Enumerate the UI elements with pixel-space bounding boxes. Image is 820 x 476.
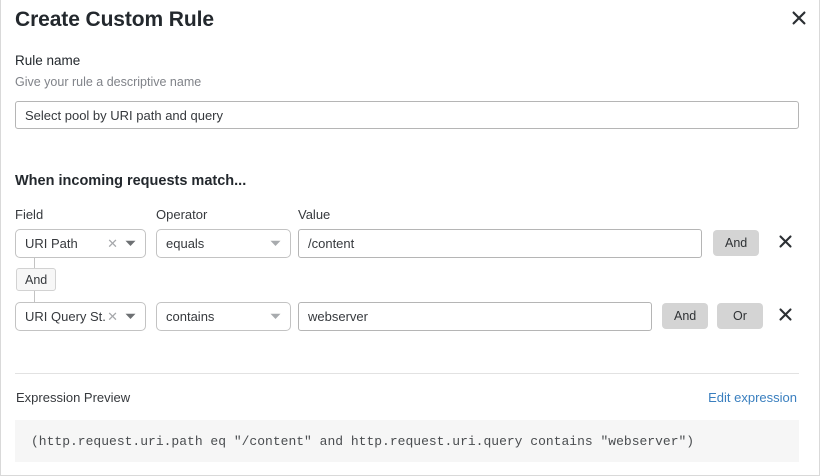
section-divider (15, 373, 799, 374)
page-title: Create Custom Rule (15, 8, 214, 31)
column-header-field: Field (15, 207, 44, 222)
clear-icon[interactable]: ✕ (107, 236, 118, 251)
value-input-2[interactable] (298, 302, 652, 331)
delete-condition-button-1[interactable] (775, 231, 795, 255)
chevron-down-icon[interactable] (270, 313, 290, 320)
operator-select-1-value: equals (166, 236, 205, 251)
expression-preview-label: Expression Preview (16, 390, 131, 405)
close-icon (778, 308, 792, 324)
field-select-1-value: URI Path (25, 236, 78, 251)
clear-icon[interactable]: ✕ (107, 309, 118, 324)
expression-preview-box: (http.request.uri.path eq "/content" and… (15, 420, 799, 462)
condition-row: URI Path ✕ equals And (1, 229, 819, 259)
close-icon (792, 11, 806, 25)
field-select-1[interactable]: URI Path ✕ (15, 229, 146, 258)
column-header-value: Value (298, 207, 331, 222)
chevron-down-icon[interactable] (125, 313, 145, 320)
edit-expression-link[interactable]: Edit expression (708, 390, 797, 405)
rule-name-help-text: Give your rule a descriptive name (15, 75, 202, 89)
rule-name-label: Rule name (15, 53, 81, 68)
chevron-down-icon[interactable] (270, 240, 290, 247)
expression-preview-text: (http.request.uri.path eq "/content" and… (31, 433, 695, 449)
connector-line-top (34, 258, 35, 269)
or-button-2[interactable]: Or (717, 303, 763, 329)
connector-line-bottom (34, 291, 35, 302)
operator-select-1[interactable]: equals (156, 229, 291, 258)
field-select-2[interactable]: URI Query St... ✕ (15, 302, 146, 331)
match-section-heading: When incoming requests match... (15, 173, 247, 189)
operator-select-2-value: contains (166, 309, 215, 324)
field-select-2-value: URI Query St... (25, 309, 108, 324)
value-input-1[interactable] (298, 229, 702, 258)
close-icon (778, 235, 792, 251)
operator-select-2[interactable]: contains (156, 302, 291, 331)
condition-row: URI Query St... ✕ contains And Or (1, 302, 819, 332)
close-button[interactable] (788, 7, 810, 29)
chevron-down-icon[interactable] (125, 240, 145, 247)
column-header-operator: Operator (156, 207, 208, 222)
and-button-2[interactable]: And (662, 303, 709, 329)
and-button-1[interactable]: And (713, 230, 760, 256)
group-connector-and-button[interactable]: And (16, 268, 57, 291)
delete-condition-button-2[interactable] (775, 304, 795, 328)
rule-name-input[interactable] (15, 101, 799, 129)
